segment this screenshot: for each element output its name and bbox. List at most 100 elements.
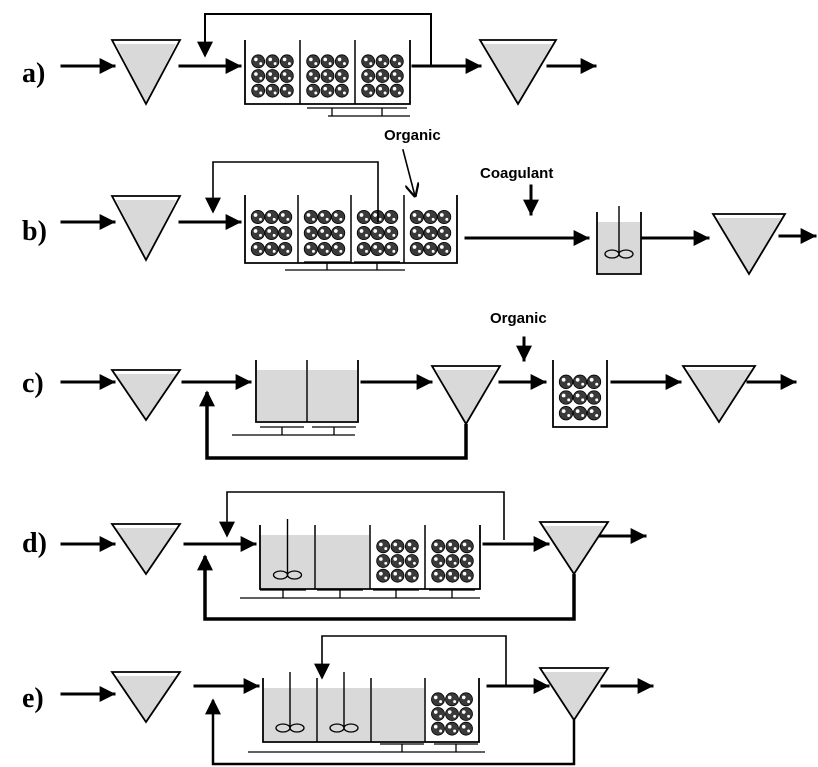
- floc-void: [595, 414, 599, 418]
- floc-void: [426, 213, 431, 217]
- media-cell: [306, 54, 349, 98]
- floc-void: [280, 229, 285, 233]
- activated-sludge-c: [255, 360, 359, 423]
- floc-void: [392, 233, 396, 237]
- floc-blob: [445, 707, 459, 721]
- floc-void: [273, 76, 277, 80]
- secondary-settler-a: [478, 39, 558, 106]
- floc-void: [280, 245, 285, 249]
- floc-blob: [265, 69, 280, 83]
- floc-void: [439, 229, 444, 233]
- floc-blob: [356, 225, 371, 241]
- floc-blob: [279, 83, 294, 98]
- floc-void: [339, 249, 343, 253]
- floc-blob: [390, 554, 405, 568]
- floc-void: [439, 561, 443, 565]
- floc-void: [412, 229, 417, 233]
- floc-void: [418, 233, 421, 237]
- floc-void: [379, 571, 383, 576]
- floc-blob: [250, 225, 265, 241]
- floc-void: [323, 72, 328, 76]
- floc-void: [462, 571, 467, 576]
- floc-void: [253, 229, 258, 233]
- tank-liquid: [372, 688, 424, 741]
- floc-blob: [558, 390, 574, 405]
- floc-blob: [409, 209, 424, 225]
- floc-blob: [361, 83, 376, 98]
- floc-void: [259, 76, 263, 80]
- clarifier-c: [430, 365, 502, 426]
- floc-void: [445, 217, 449, 221]
- floc-void: [431, 249, 435, 253]
- floc-void: [343, 76, 346, 80]
- floc-void: [581, 398, 585, 402]
- organic-dose-arrow-b: [402, 149, 415, 196]
- floc-blob: [375, 69, 390, 83]
- floc-void: [398, 547, 402, 551]
- floc-void: [439, 729, 443, 733]
- floc-blob: [331, 209, 346, 225]
- floc-void: [467, 714, 471, 718]
- floc-void: [398, 76, 401, 80]
- floc-void: [267, 213, 272, 217]
- floc-void: [254, 72, 258, 76]
- floc-void: [273, 91, 277, 95]
- primary-settler-a: [110, 39, 182, 106]
- floc-void: [272, 249, 276, 253]
- floc-void: [373, 213, 378, 217]
- mixer-blade-right: [286, 570, 303, 580]
- floc-void: [268, 72, 273, 76]
- floc-void: [448, 557, 453, 561]
- media-cell: [409, 209, 452, 257]
- floc-blob: [370, 225, 385, 241]
- floc-void: [328, 91, 332, 95]
- floc-void: [267, 229, 272, 233]
- sludge-return-c: [199, 390, 468, 460]
- mixer-icon: [272, 519, 303, 580]
- floc-blob: [384, 209, 399, 225]
- floc-void: [325, 233, 329, 237]
- secondary-settler-b: [711, 213, 787, 276]
- floc-blob: [445, 539, 460, 554]
- settler-liquid: [116, 676, 176, 722]
- floc-void: [337, 72, 342, 76]
- floc-blob: [445, 554, 460, 568]
- floc-void: [333, 245, 338, 249]
- floc-void: [384, 547, 388, 551]
- floc-blob: [389, 54, 404, 69]
- floc-blob: [384, 225, 399, 241]
- row-label-a: a): [22, 58, 46, 89]
- floc-void: [378, 57, 383, 62]
- combined-reactor-d: [259, 525, 481, 590]
- recycle-line-e: [314, 635, 507, 686]
- floc-blob: [572, 390, 588, 405]
- floc-void: [386, 245, 391, 249]
- floc-void: [589, 409, 594, 414]
- floc-blob: [384, 241, 399, 257]
- floc-blob: [586, 374, 602, 389]
- reactor-walls: [552, 360, 608, 428]
- clarifier-d: [538, 521, 610, 576]
- floc-void: [439, 547, 443, 551]
- settler-liquid: [687, 370, 751, 422]
- floc-blob: [586, 406, 602, 421]
- sludge-return-e: [205, 698, 576, 766]
- floc-void: [309, 72, 313, 76]
- floc-blob: [437, 209, 452, 225]
- mixer-icon: [329, 672, 359, 733]
- media-cell: [361, 54, 404, 98]
- floc-void: [398, 561, 402, 565]
- floc-void: [365, 217, 368, 221]
- floc-void: [431, 217, 435, 221]
- floc-void: [306, 245, 311, 249]
- floc-void: [325, 217, 329, 221]
- floc-void: [392, 249, 396, 253]
- floc-blob: [572, 406, 588, 421]
- floc-void: [323, 57, 328, 62]
- settler-liquid: [436, 370, 496, 424]
- floc-void: [445, 233, 449, 237]
- floc-void: [373, 245, 378, 249]
- recycle-line-a: [197, 13, 432, 66]
- floc-void: [384, 561, 388, 565]
